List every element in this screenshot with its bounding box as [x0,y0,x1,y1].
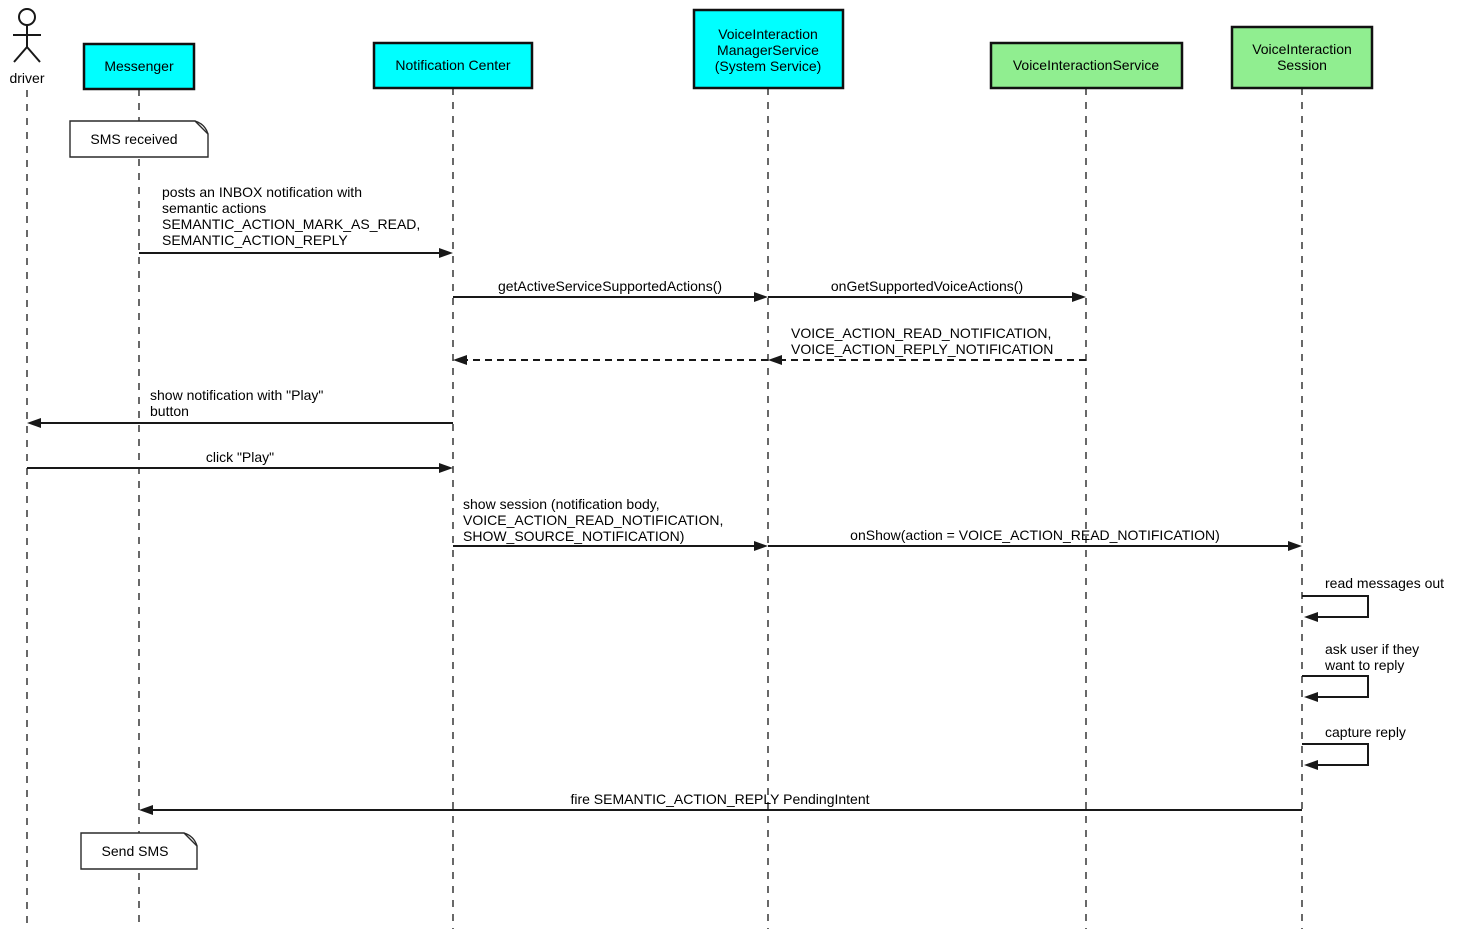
actor-driver: driver [9,8,45,86]
message-get-active-service-supported-actions: getActiveServiceSupportedActions() [453,278,768,302]
participant-label: Notification Center [395,57,511,73]
message-label: click "Play" [206,449,274,465]
participant-label: Session [1277,57,1327,73]
self-message-ask-user-reply: ask user if they want to reply [1302,641,1419,702]
message-label: getActiveServiceSupportedActions() [498,278,722,294]
participant-label: (System Service) [715,58,822,74]
arrowhead-left-icon [1304,612,1318,622]
actor-person-icon [13,8,41,63]
note-text: Send SMS [102,843,169,859]
message-posts-inbox-notification: posts an INBOX notification with semanti… [139,184,453,258]
message-label: capture reply [1325,724,1406,740]
message-voice-actions-return: VOICE_ACTION_READ_NOTIFICATION, VOICE_AC… [453,325,1086,365]
note-sms-received: SMS received [69,120,209,158]
message-label: onShow(action = VOICE_ACTION_READ_NOTIFI… [850,527,1220,543]
arrowhead-right-icon [754,292,768,302]
participant-label: VoiceInteraction [718,26,818,42]
message-label: show notification with "Play" [150,387,323,403]
note-fold-icon [194,120,209,135]
participant-label: Messenger [104,58,174,74]
arrowhead-left-icon [768,355,782,365]
participant-label: ManagerService [717,42,819,58]
message-label: ask user if they [1325,641,1419,657]
arrowhead-right-icon [1288,541,1302,551]
arrowhead-right-icon [754,541,768,551]
participant-box [989,41,1184,90]
message-label: posts an INBOX notification with [162,184,362,200]
self-message-read-messages-out: read messages out [1302,575,1444,622]
note-fold-icon [183,832,198,847]
note-text: SMS received [90,131,177,147]
message-label: onGetSupportedVoiceActions() [831,278,1023,294]
participant-messenger: Messenger [82,42,196,91]
participant-label: VoiceInteractionService [1013,57,1160,73]
message-click-play: click "Play" [27,449,453,473]
self-message-capture-reply: capture reply [1302,724,1406,770]
arrowhead-right-icon [1072,292,1086,302]
participant-voice-interaction-manager-service: VoiceInteraction ManagerService (System … [692,8,845,90]
message-on-get-supported-voice-actions: onGetSupportedVoiceActions() [768,278,1086,302]
participant-voice-interaction-session: VoiceInteraction Session [1230,25,1374,90]
message-label: want to reply [1324,657,1404,673]
message-fire-pending-intent: fire SEMANTIC_ACTION_REPLY PendingIntent [139,791,1302,815]
message-label: VOICE_ACTION_READ_NOTIFICATION, [463,512,723,528]
note-send-sms: Send SMS [80,832,198,870]
lifelines [26,88,1303,929]
actor-driver-label: driver [9,70,44,86]
message-label: VOICE_ACTION_REPLY_NOTIFICATION [791,341,1053,357]
participant-box [1230,25,1374,90]
arrowhead-left-icon [1304,760,1318,770]
arrowhead-right-icon [439,248,453,258]
arrowhead-right-icon [439,463,453,473]
arrowhead-left-icon [27,418,41,428]
message-label: VOICE_ACTION_READ_NOTIFICATION, [791,325,1051,341]
participant-box [82,42,196,91]
participant-voice-interaction-service: VoiceInteractionService [989,41,1184,90]
message-label: show session (notification body, [463,496,660,512]
arrowhead-left-icon [139,805,153,815]
arrowhead-left-icon [453,355,467,365]
message-label: SEMANTIC_ACTION_MARK_AS_READ, [162,216,420,232]
message-label: read messages out [1325,575,1444,591]
message-on-show: onShow(action = VOICE_ACTION_READ_NOTIFI… [768,527,1302,551]
participant-label: VoiceInteraction [1252,41,1352,57]
participant-box [692,8,845,90]
arrowhead-left-icon [1304,692,1318,702]
message-label: fire SEMANTIC_ACTION_REPLY PendingIntent [570,791,869,807]
message-label: semantic actions [162,200,266,216]
message-label: SHOW_SOURCE_NOTIFICATION) [463,528,684,544]
message-label: SEMANTIC_ACTION_REPLY [162,232,348,248]
message-show-session: show session (notification body, VOICE_A… [453,496,768,551]
message-label: button [150,403,189,419]
message-show-notification-play: show notification with "Play" button [27,387,453,428]
participant-box [372,41,534,90]
participant-notification-center: Notification Center [372,41,534,90]
